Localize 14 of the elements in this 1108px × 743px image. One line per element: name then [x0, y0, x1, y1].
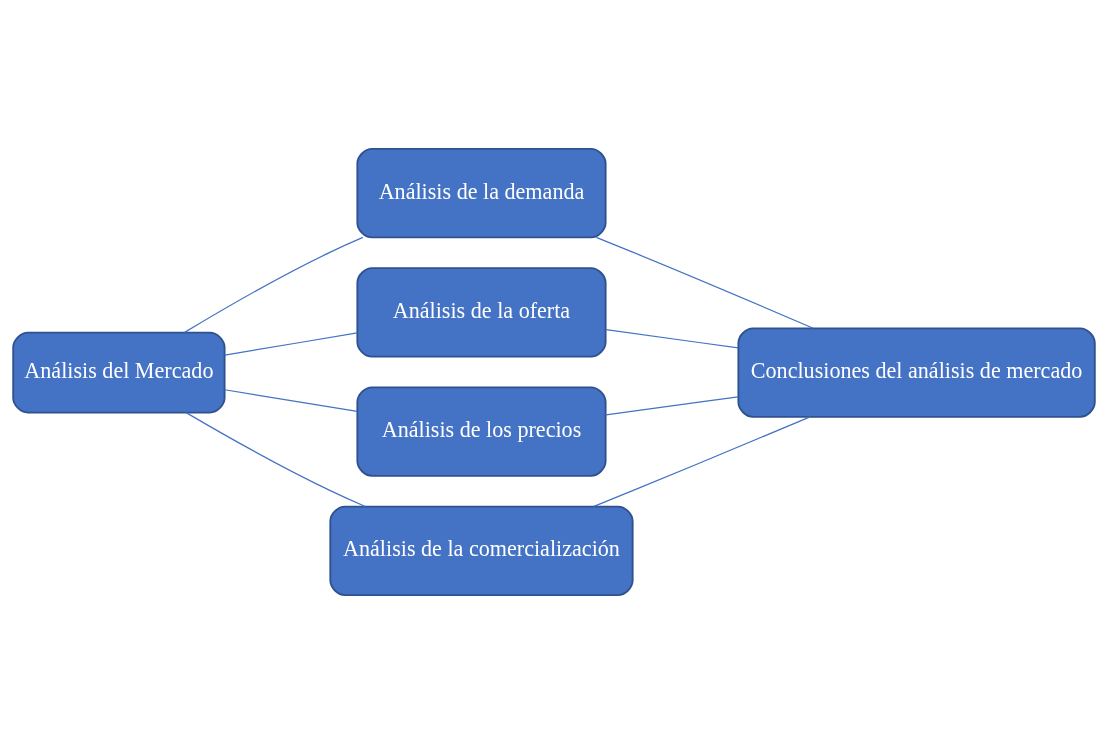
node-box: Análisis de la demanda — [356, 147, 607, 238]
connector — [184, 236, 364, 333]
connector — [605, 328, 739, 349]
connector — [224, 388, 358, 412]
node-box: Análisis de los precios — [356, 385, 607, 477]
node-box: Análisis de la oferta — [356, 266, 607, 358]
connector — [593, 415, 811, 507]
connector — [224, 331, 358, 356]
connector — [185, 411, 366, 507]
node-box: Análisis del Mercado — [12, 331, 226, 413]
node-box: Análisis de la comercialización — [329, 505, 634, 596]
connector — [605, 395, 739, 415]
node-box: Conclusiones del análisis de mercado — [737, 326, 1096, 418]
connector — [595, 236, 814, 329]
